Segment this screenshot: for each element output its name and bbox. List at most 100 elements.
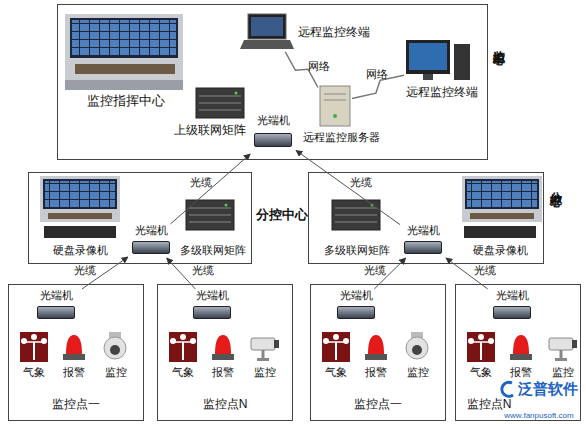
optical-transceiver: 光端机 bbox=[30, 289, 82, 325]
edge-label: 光缆 bbox=[72, 264, 98, 277]
server-node: 远程监控服务器 bbox=[318, 84, 352, 128]
icon-label: 监控 bbox=[549, 366, 577, 379]
monitor-display bbox=[409, 43, 447, 70]
matrix-rack bbox=[196, 88, 244, 118]
pc-tower bbox=[454, 44, 470, 80]
transceiver-body bbox=[337, 306, 375, 319]
device-label: 光端机 bbox=[186, 289, 238, 302]
photo-caption: 监控指挥中心 bbox=[62, 94, 190, 109]
weather-icon bbox=[322, 332, 350, 362]
weather-icon bbox=[467, 332, 495, 362]
site-box: 监控点一 光端机 bbox=[310, 284, 446, 421]
site-box: 监控点N 光端机 bbox=[455, 284, 581, 421]
dvr-unit bbox=[464, 226, 536, 238]
device-label: 远程监控服务器 bbox=[298, 131, 384, 144]
device-label: 远程监控终端 bbox=[296, 26, 372, 40]
camera-icon bbox=[549, 338, 577, 361]
optical-transceiver: 光端机 bbox=[250, 114, 296, 154]
terminal-node: 远程监控终端 bbox=[240, 12, 294, 52]
edge-label: 网络 bbox=[306, 60, 332, 73]
monitor-stand bbox=[423, 74, 433, 80]
site-title: 监控点N bbox=[459, 398, 519, 412]
fiber-link bbox=[296, 150, 400, 224]
alarm-icon bbox=[510, 335, 532, 360]
icon-label: 报警 bbox=[362, 366, 390, 379]
console-desk bbox=[75, 64, 175, 74]
dvr-unit bbox=[44, 226, 116, 238]
command-room bbox=[65, 14, 183, 90]
icon-label: 报警 bbox=[209, 366, 237, 379]
watermark: 泛普软件 bbox=[516, 380, 580, 397]
transceiver-body bbox=[132, 241, 170, 254]
alarm-icon bbox=[365, 335, 387, 360]
weather-icon bbox=[169, 332, 197, 362]
device-label: 多级联网矩阵 bbox=[178, 244, 248, 257]
transceiver-body bbox=[37, 306, 75, 319]
icon-label: 报警 bbox=[507, 366, 535, 379]
camera-icon bbox=[406, 332, 428, 359]
matrix-rack bbox=[186, 200, 234, 230]
icon-label: 报警 bbox=[60, 366, 88, 379]
icon-label: 气象 bbox=[322, 366, 350, 379]
transceiver-body bbox=[193, 306, 231, 319]
icon-label: 监控 bbox=[251, 366, 279, 379]
optical-transceiver: 光端机 bbox=[128, 224, 174, 258]
laptop-base bbox=[240, 40, 294, 49]
power-led bbox=[333, 114, 337, 118]
transceiver-body bbox=[254, 133, 292, 147]
section-heading: 分控中心 bbox=[548, 182, 562, 186]
device-label: 硬盘录像机 bbox=[458, 244, 542, 257]
monitor bbox=[406, 40, 450, 74]
edge-label: 光缆 bbox=[472, 264, 498, 277]
center-box: 监控中心远程监控终端远程监控终端光端机远程监控服务器 bbox=[57, 4, 488, 160]
terminal-node: 远程监控终端 bbox=[404, 38, 472, 82]
transceiver-body bbox=[493, 306, 531, 319]
site-box: 监控点一 光端机 bbox=[8, 284, 144, 421]
site-box: 监控点N 光端机 bbox=[157, 284, 293, 421]
weather-icon bbox=[20, 332, 48, 362]
drive-bay bbox=[324, 100, 346, 101]
edge-label: 光缆 bbox=[348, 176, 374, 189]
site-title: 监控点一 bbox=[8, 398, 144, 412]
camera-icon bbox=[251, 338, 279, 361]
icon-label: 气象 bbox=[467, 366, 495, 379]
icon-label: 气象 bbox=[169, 366, 197, 379]
device-label: 光端机 bbox=[250, 114, 296, 127]
alarm-icon bbox=[212, 335, 234, 360]
video-wall-cells bbox=[72, 20, 176, 56]
watermark-url: www.fanpusoft.com bbox=[496, 411, 582, 420]
device-label: 多级联网矩阵 bbox=[322, 244, 392, 257]
video-wall bbox=[70, 18, 178, 58]
device-label: 光端机 bbox=[486, 289, 538, 302]
laptop-display bbox=[251, 17, 283, 36]
device-label: 光端机 bbox=[400, 224, 446, 237]
transceiver-body bbox=[404, 241, 442, 254]
device-label: 光端机 bbox=[128, 224, 174, 237]
video-wall-photo bbox=[40, 176, 120, 222]
device-label: 光端机 bbox=[30, 289, 82, 302]
edge-label: 光缆 bbox=[362, 264, 388, 277]
camera-icon bbox=[104, 332, 126, 359]
optical-transceiver: 光端机 bbox=[400, 224, 446, 258]
edge-label: 光缆 bbox=[188, 176, 214, 189]
matrix-rack bbox=[332, 200, 380, 230]
watermark-logo bbox=[502, 382, 513, 396]
floor bbox=[65, 80, 183, 90]
optical-transceiver: 光端机 bbox=[486, 289, 538, 325]
video-wall-photo bbox=[462, 176, 542, 222]
laptop-screen bbox=[248, 14, 286, 39]
optical-transceiver: 光端机 bbox=[186, 289, 238, 325]
site-title: 监控点一 bbox=[310, 398, 446, 412]
fiber-link bbox=[170, 154, 250, 224]
optical-transceiver: 光端机 bbox=[330, 289, 382, 325]
device-label: 远程监控终端 bbox=[400, 86, 484, 100]
icon-label: 监控 bbox=[404, 366, 432, 379]
alarm-icon bbox=[63, 335, 85, 360]
site-title: 监控点N bbox=[157, 398, 293, 412]
edge-label: 光缆 bbox=[190, 264, 216, 277]
icon-label: 监控 bbox=[102, 366, 130, 379]
icon-label: 气象 bbox=[20, 366, 48, 379]
section-heading: 监控中心 bbox=[491, 40, 505, 44]
section-heading: 分控中心 bbox=[254, 208, 310, 223]
